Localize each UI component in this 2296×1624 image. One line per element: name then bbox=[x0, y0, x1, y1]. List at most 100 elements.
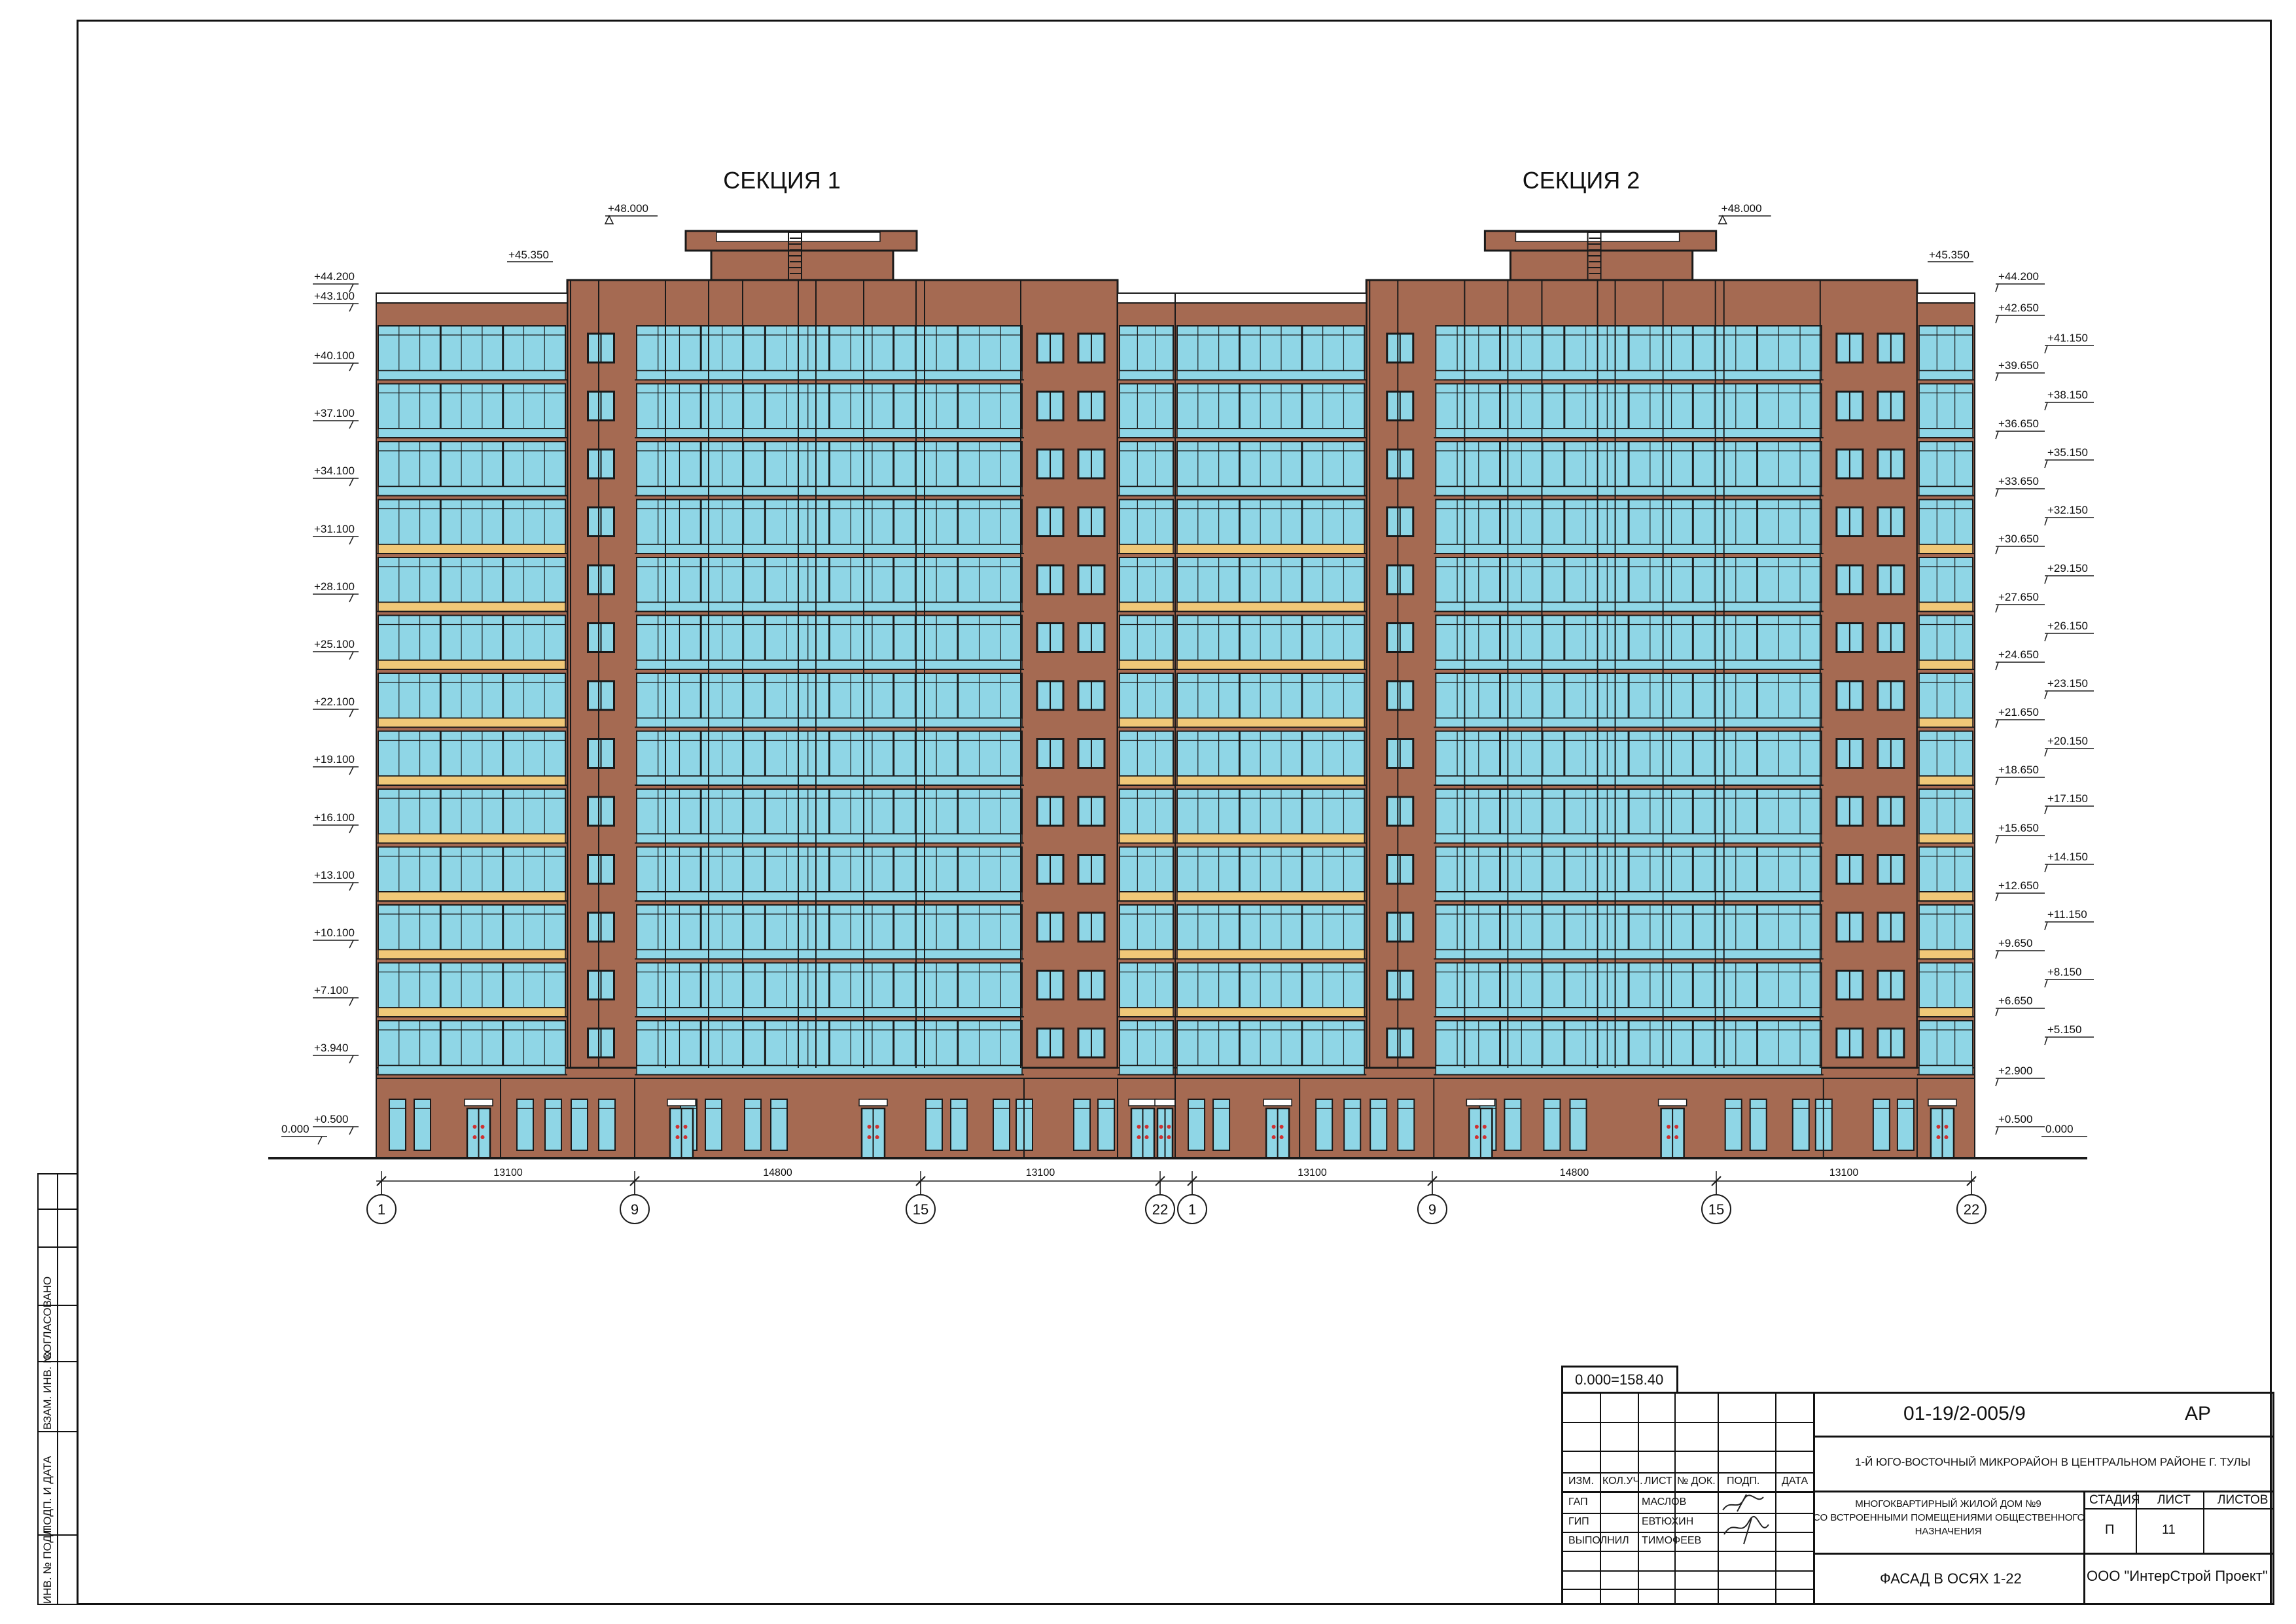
level-mark-tick bbox=[1995, 283, 1999, 292]
level-mark-tick bbox=[2044, 575, 2048, 584]
balcony-glazing bbox=[378, 673, 566, 719]
right-level-label: +15.650 bbox=[1998, 822, 2039, 834]
right-level-label: +0.500 bbox=[1998, 1113, 2032, 1125]
storefront-window bbox=[1097, 1099, 1115, 1151]
door-handle-dot bbox=[1279, 1135, 1284, 1139]
storefront-window bbox=[1896, 1099, 1915, 1151]
axis-bubble bbox=[1145, 1194, 1175, 1224]
balcony-glazing bbox=[1918, 788, 1974, 835]
col-header-count: КОЛ.УЧ. bbox=[1602, 1475, 1643, 1487]
right-level-label: +26.150 bbox=[2047, 620, 2088, 632]
balcony-apron bbox=[1918, 544, 1973, 554]
balcony-glazing bbox=[1918, 614, 1974, 661]
door-handle-dot bbox=[480, 1135, 485, 1139]
door-handle-dot bbox=[1271, 1125, 1276, 1129]
roof-parapet-railing bbox=[376, 292, 568, 304]
left-level-label: +31.100 bbox=[314, 523, 355, 535]
balcony-apron bbox=[1918, 891, 1973, 902]
storefront-window bbox=[571, 1099, 588, 1151]
balcony-apron bbox=[1918, 833, 1973, 844]
door-handle-dot bbox=[1279, 1125, 1284, 1129]
balcony-apron bbox=[378, 717, 566, 728]
tb-line bbox=[1813, 1491, 2274, 1492]
balcony-glazing bbox=[1918, 673, 1974, 719]
balcony-apron bbox=[1435, 775, 1822, 786]
level-mark-tick bbox=[2044, 1036, 2048, 1046]
stamp-replace-label: ВЗАМ. ИНВ. № bbox=[41, 1351, 54, 1430]
balcony-apron bbox=[1176, 485, 1365, 497]
balcony-apron bbox=[1918, 370, 1973, 381]
level-mark-tick bbox=[349, 882, 354, 891]
balcony-apron bbox=[636, 717, 1023, 728]
balcony-apron bbox=[1176, 717, 1365, 728]
balcony-apron bbox=[1176, 544, 1365, 554]
axis-bubble bbox=[1956, 1194, 1987, 1224]
left-level-label: +3.940 bbox=[314, 1042, 348, 1054]
door-canopy bbox=[1657, 1099, 1687, 1106]
axis-bubble bbox=[906, 1194, 936, 1224]
level-mark-tick bbox=[2044, 690, 2048, 699]
storefront-window bbox=[1343, 1099, 1362, 1151]
right-level-label: +9.650 bbox=[1998, 937, 2032, 949]
right-level-label: +41.150 bbox=[2047, 332, 2088, 344]
balcony-apron bbox=[1176, 1065, 1365, 1076]
tb-line bbox=[1563, 1532, 1813, 1533]
level-mark-tick bbox=[349, 997, 354, 1006]
level-mark-tick bbox=[1995, 1126, 1999, 1135]
balcony-glazing bbox=[1119, 1020, 1174, 1067]
roof-railing bbox=[1515, 232, 1680, 242]
balcony-glazing bbox=[1918, 499, 1974, 545]
balcony-apron bbox=[1176, 775, 1365, 786]
left-level-label: +43.100 bbox=[314, 290, 355, 302]
storefront-window bbox=[705, 1099, 722, 1151]
door-handle-dot bbox=[1944, 1135, 1949, 1139]
balcony-glazing bbox=[1119, 499, 1174, 545]
right-level-label: +8.150 bbox=[2047, 966, 2081, 978]
col-header-doc: № ДОК. bbox=[1677, 1475, 1716, 1487]
balcony-apron bbox=[378, 660, 566, 670]
axis-bubble bbox=[1701, 1194, 1731, 1224]
role-gap: ГАП bbox=[1568, 1496, 1588, 1508]
object-line-1: МНОГОКВАРТИРНЫЙ ЖИЛОЙ ДОМ №9 bbox=[1855, 1498, 2041, 1509]
tb-line bbox=[1563, 1551, 1813, 1552]
balcony-apron bbox=[378, 601, 566, 612]
left-level-label: +10.100 bbox=[314, 927, 355, 939]
door-handle-dot bbox=[1667, 1135, 1671, 1139]
right-level-label: +20.150 bbox=[2047, 735, 2088, 747]
level-mark-tick bbox=[2044, 805, 2048, 815]
balcony-glazing bbox=[1176, 383, 1366, 429]
balcony-apron bbox=[378, 1065, 566, 1076]
balcony-glazing bbox=[1176, 788, 1366, 835]
level-mark-tick bbox=[349, 362, 354, 372]
level-mark-tick bbox=[349, 1055, 354, 1064]
storefront-window bbox=[1073, 1099, 1091, 1151]
right-level-label: +33.650 bbox=[1998, 475, 2039, 487]
axis-label: 9 bbox=[631, 1201, 639, 1218]
door-handle-dot bbox=[1159, 1135, 1163, 1139]
section-title: СЕКЦИЯ 2 bbox=[1523, 167, 1640, 194]
col-header-sign: ПОДП. bbox=[1727, 1475, 1760, 1487]
door-canopy bbox=[1154, 1099, 1176, 1106]
door-canopy bbox=[1928, 1099, 1957, 1106]
roof-parapet-railing bbox=[1174, 292, 1368, 304]
balcony-apron bbox=[1435, 428, 1822, 438]
balcony-glazing bbox=[1176, 441, 1366, 487]
balcony-glazing bbox=[1176, 325, 1366, 372]
level-mark-tick bbox=[2044, 633, 2048, 642]
balcony-apron bbox=[1918, 485, 1973, 497]
signature-1 bbox=[1722, 1494, 1764, 1512]
balcony-glazing bbox=[378, 614, 566, 661]
sheet-label: ЛИСТ bbox=[2157, 1493, 2191, 1507]
balcony-glazing bbox=[378, 441, 566, 487]
storefront-window bbox=[389, 1099, 406, 1151]
level-mark-tick bbox=[349, 824, 354, 834]
balcony-glazing bbox=[378, 788, 566, 835]
tb-line bbox=[1600, 1394, 1601, 1603]
left-level-label: +34.100 bbox=[314, 465, 355, 477]
balcony-apron bbox=[636, 370, 1023, 381]
right-level-label: +23.150 bbox=[2047, 677, 2088, 690]
balcony-apron bbox=[1119, 601, 1174, 612]
parapet-level-label: +45.350 bbox=[1929, 249, 1969, 261]
roof-parapet-railing bbox=[1916, 292, 1976, 304]
